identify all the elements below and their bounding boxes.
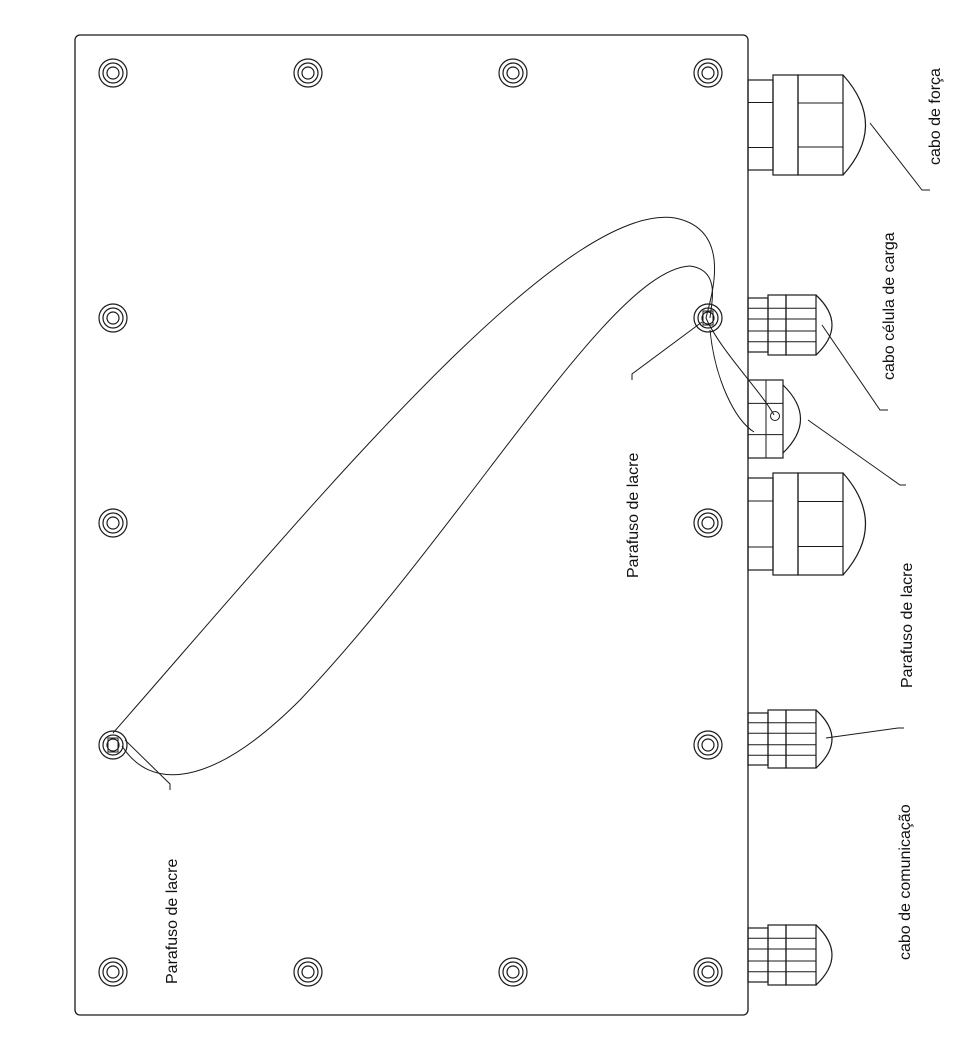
- panel-screw: [293, 957, 323, 987]
- panel-screw: [693, 730, 723, 760]
- cable-gland-group: [747, 74, 867, 986]
- leader-parafuso-left: [124, 739, 171, 790]
- seal-screw: [98, 730, 128, 760]
- leader-cabo-forca: [869, 122, 930, 191]
- label-cabo-comunicacao: cabo de comunicação: [897, 804, 914, 960]
- cable-gland: [747, 472, 867, 576]
- leader-parafuso-gland: [807, 419, 906, 486]
- panel-screw: [98, 957, 128, 987]
- label-parafuso-left: Parafuso de lacre: [164, 858, 181, 984]
- cable-gland: [747, 379, 802, 459]
- leader-lines: [124, 122, 930, 790]
- leader-parafuso-center: [631, 321, 703, 380]
- panel-screw: [98, 508, 128, 538]
- seal-wire-to-gland: [705, 317, 775, 416]
- cable-gland: [747, 924, 833, 986]
- panel-screw: [693, 58, 723, 88]
- panel-screw: [693, 957, 723, 987]
- panel-screw: [693, 508, 723, 538]
- cable-gland: [747, 294, 833, 356]
- screw-group: [98, 58, 723, 987]
- seal-wire-loop: [112, 216, 716, 734]
- seal-wire-loop-inner: [121, 265, 713, 776]
- gland-seal-screw: [770, 411, 780, 421]
- panel-screw: [498, 957, 528, 987]
- panel-screw: [98, 58, 128, 88]
- panel-screw: [498, 58, 528, 88]
- label-cabo-celula: cabo célula de carga: [881, 232, 898, 380]
- leader-cabo-comunicacao: [825, 727, 904, 739]
- label-parafuso-center: Parafuso de lacre: [625, 452, 642, 578]
- label-parafuso-gland: Parafuso de lacre: [899, 562, 916, 688]
- seal-wire-to-gland-2: [709, 329, 755, 433]
- cable-gland: [747, 709, 833, 769]
- panel-screw: [98, 303, 128, 333]
- label-cabo-forca: cabo de força: [927, 68, 944, 165]
- leader-cabo-celula: [821, 324, 888, 411]
- panel-screw: [293, 58, 323, 88]
- cable-gland: [747, 74, 867, 176]
